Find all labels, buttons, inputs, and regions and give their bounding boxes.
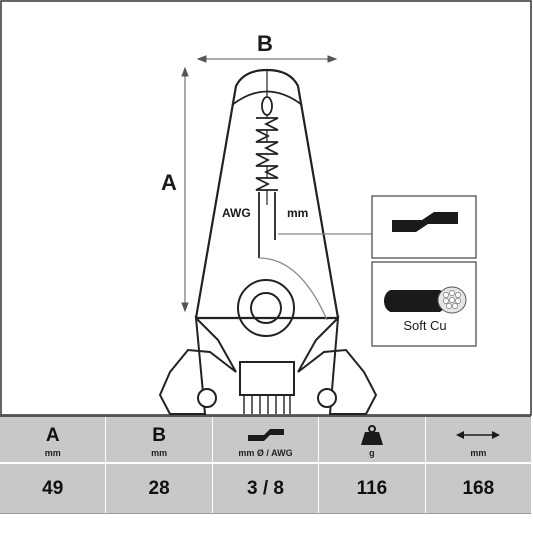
- stripping-notches: [255, 96, 279, 258]
- awg-scale-label: AWG: [222, 206, 251, 220]
- spec-header: A mm: [0, 417, 106, 464]
- spec-column-a: A mm 49: [0, 417, 107, 513]
- length-arrow-icon: [456, 425, 501, 445]
- material-label: Soft Cu: [403, 318, 447, 333]
- wire-path: [258, 257, 328, 321]
- spec-unit: mm: [470, 448, 487, 458]
- weight-icon: [360, 425, 383, 445]
- spec-value-weight: 116: [356, 477, 388, 499]
- stranded-cable-icon: [384, 286, 467, 314]
- spec-header: mm Ø / AWG: [212, 417, 319, 464]
- spec-header-letter: A: [45, 425, 60, 446]
- pivot-screw: [237, 279, 295, 337]
- spec-header: B mm: [106, 417, 212, 464]
- cut-profile-icon: [392, 212, 458, 232]
- dimension-b-line: [196, 55, 338, 63]
- spec-column-weight: g 116: [319, 417, 426, 513]
- spec-value-length: 168: [462, 477, 495, 499]
- dimension-a-label: A: [161, 170, 177, 195]
- spec-header-letter: B: [152, 425, 166, 446]
- spec-column-capacity: mm Ø / AWG 3 / 8: [212, 417, 320, 513]
- cut-profile-icon: [247, 425, 284, 445]
- plier-handles: [158, 315, 378, 415]
- spec-value-capacity: 3 / 8: [247, 477, 284, 499]
- spec-value-a: 49: [42, 477, 64, 499]
- dimension-a-line: [181, 66, 189, 313]
- spec-value-b: 28: [148, 477, 170, 499]
- dimension-b-label: B: [257, 31, 273, 56]
- spec-column-length: mm 168: [425, 417, 532, 513]
- spec-column-b: B mm 28: [106, 417, 213, 513]
- spec-unit: mm Ø / AWG: [238, 448, 293, 458]
- spec-header: g: [319, 417, 425, 464]
- cut-profile-callout: [371, 195, 477, 259]
- spec-unit: g: [369, 448, 375, 458]
- spec-unit: mm: [44, 448, 61, 458]
- spec-unit: mm: [151, 448, 168, 458]
- mm-scale-label: mm: [287, 206, 309, 220]
- spec-header: mm: [425, 417, 532, 464]
- cable-callout: [371, 261, 477, 347]
- spec-table: A mm 49 B mm 28 mm Ø / AWG 3 / 8: [0, 415, 532, 514]
